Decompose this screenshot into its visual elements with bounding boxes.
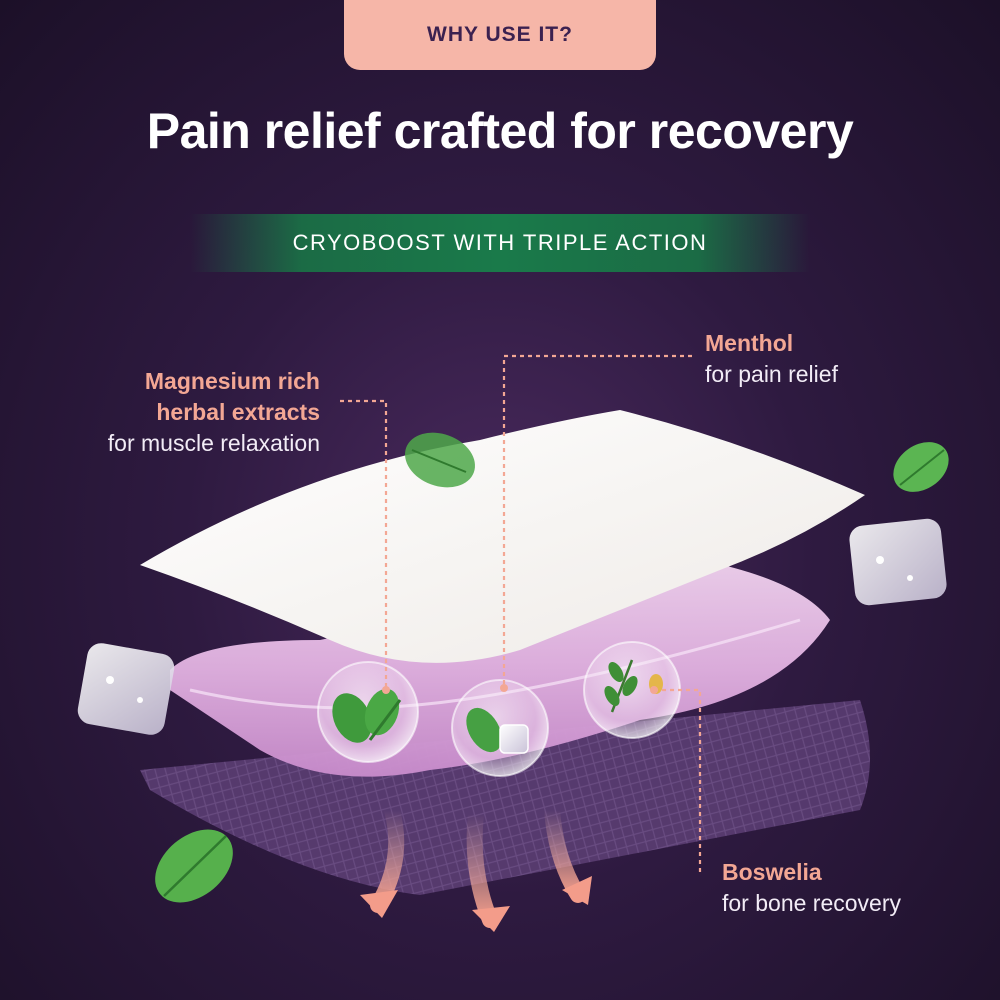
white-sheet <box>140 410 865 663</box>
ingredient-magnesium: Magnesium rich herbal extracts for muscl… <box>40 366 320 459</box>
ice-cube-icon <box>77 643 175 735</box>
ingredient-benefit: for pain relief <box>705 361 838 387</box>
mint-leaf-icon <box>155 829 233 903</box>
mint-leaf-icon <box>893 442 949 492</box>
herbal-bubble <box>317 661 419 763</box>
feature-ribbon: CRYOBOOST WITH TRIPLE ACTION <box>190 214 810 272</box>
mesh-layer <box>140 700 870 895</box>
ingredient-benefit: for muscle relaxation <box>107 430 320 456</box>
ingredient-menthol: Menthol for pain relief <box>705 328 965 390</box>
mint-leaf-icon <box>405 432 475 488</box>
ingredient-name: Boswelia <box>722 859 822 885</box>
release-arrows <box>360 802 592 932</box>
ingredient-name: Menthol <box>705 330 794 356</box>
section-badge: WHY USE IT? <box>344 0 656 70</box>
ingredient-name: Magnesium rich <box>144 368 320 394</box>
ingredient-name-line2: herbal extracts <box>156 399 320 425</box>
page-title: Pain relief crafted for recovery <box>146 103 854 159</box>
ice-cube-icon <box>849 518 947 606</box>
callout-lines <box>340 354 702 872</box>
ingredient-benefit: for bone recovery <box>722 890 901 916</box>
ingredient-boswelia: Boswelia for bone recovery <box>722 857 982 919</box>
menthol-bubble <box>451 679 549 777</box>
